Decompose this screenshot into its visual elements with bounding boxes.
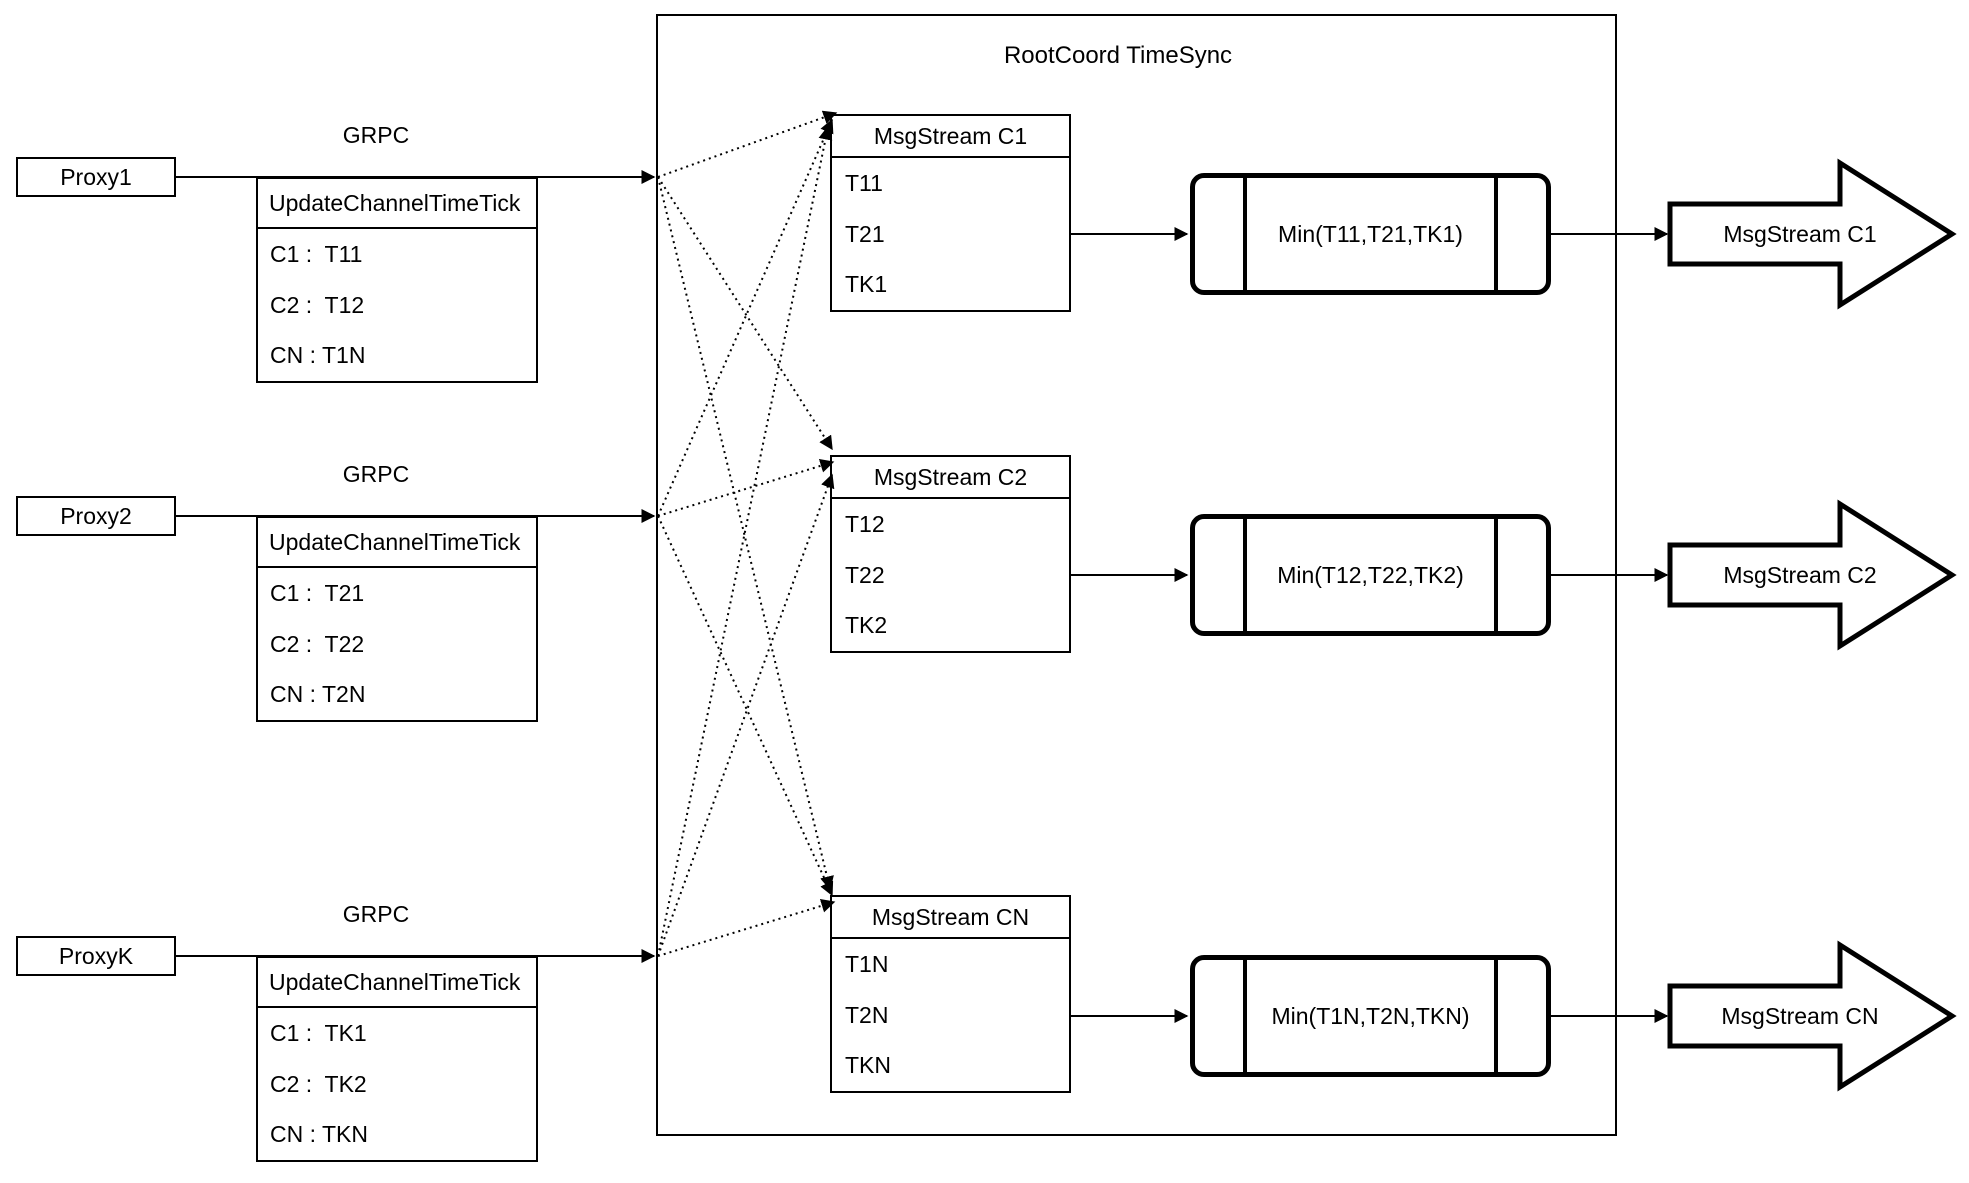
grpc-label-1: GRPC — [342, 122, 410, 148]
proxy2-box: Proxy2 — [16, 496, 176, 536]
min-box-2-left-bar — [1195, 519, 1247, 631]
min-box-3: Min(T1N,T2N,TKN) — [1190, 955, 1551, 1077]
output-arrow-cn-label: MsgStream CN — [1721, 1003, 1878, 1029]
stream-table-c2: MsgStream C2 T12 T22 TK2 — [830, 455, 1071, 653]
min-box-2-label: Min(T12,T22,TK2) — [1277, 561, 1464, 588]
stream-table-c1-row: T11 — [845, 169, 883, 196]
tick-table-1-row: CN : T1N — [270, 342, 366, 369]
stream-table-cn-row: T1N — [845, 950, 889, 977]
output-arrow-c1 — [1667, 158, 1957, 310]
tick-table-2-row: C2 : T22 — [270, 630, 365, 657]
min-box-1-right-bar — [1494, 178, 1546, 290]
tick-table-3-header: UpdateChannelTimeTick — [258, 958, 536, 1008]
stream-table-cn-row: TKN — [845, 1052, 891, 1079]
grpc-label-2: GRPC — [342, 461, 410, 487]
stream-table-c2-row: TK2 — [845, 612, 888, 639]
proxyk-box: ProxyK — [16, 936, 176, 976]
tick-table-2-row: CN : T2N — [270, 681, 366, 708]
stream-table-c2-row: T12 — [845, 510, 885, 537]
rootcoord-title: RootCoord TimeSync — [1003, 42, 1233, 69]
tick-table-1-row: C1 : T11 — [270, 240, 363, 267]
stream-table-c1: MsgStream C1 T11 T21 TK1 — [830, 114, 1071, 312]
min-box-2-right-bar — [1494, 519, 1546, 631]
output-arrow-c1-label: MsgStream C1 — [1723, 221, 1876, 247]
tick-table-2: UpdateChannelTimeTick C1 : T21 C2 : T22 … — [256, 516, 538, 722]
min-box-3-left-bar — [1195, 960, 1247, 1072]
min-box-1-left-bar — [1195, 178, 1247, 290]
proxy1-box: Proxy1 — [16, 157, 176, 197]
proxyk-label: ProxyK — [58, 942, 134, 969]
output-arrow-cn — [1667, 940, 1957, 1092]
stream-table-c2-header: MsgStream C2 — [832, 457, 1069, 499]
stream-table-c1-row: TK1 — [845, 271, 888, 298]
stream-table-cn-row: T2N — [845, 1001, 889, 1028]
output-arrow-c2 — [1667, 499, 1957, 651]
tick-table-2-header: UpdateChannelTimeTick — [258, 518, 536, 568]
tick-table-3: UpdateChannelTimeTick C1 : TK1 C2 : TK2 … — [256, 956, 538, 1162]
min-box-3-right-bar — [1494, 960, 1546, 1072]
min-box-3-label: Min(T1N,T2N,TKN) — [1271, 1002, 1470, 1029]
min-box-1-label: Min(T11,T21,TK1) — [1278, 220, 1463, 247]
stream-table-c1-row: T21 — [845, 220, 885, 247]
min-box-2: Min(T12,T22,TK2) — [1190, 514, 1551, 636]
grpc-label-3: GRPC — [342, 901, 410, 927]
stream-table-c1-header: MsgStream C1 — [832, 116, 1069, 158]
output-arrow-c2-label: MsgStream C2 — [1723, 562, 1876, 588]
tick-table-3-row: C1 : TK1 — [270, 1019, 367, 1046]
stream-table-c2-row: T22 — [845, 561, 885, 588]
proxy1-label: Proxy1 — [60, 163, 132, 190]
proxy2-label: Proxy2 — [60, 502, 132, 529]
tick-table-1-header: UpdateChannelTimeTick — [258, 179, 536, 229]
tick-table-3-row: C2 : TK2 — [270, 1070, 367, 1097]
tick-table-3-row: CN : TKN — [270, 1121, 368, 1148]
stream-table-cn-header: MsgStream CN — [832, 897, 1069, 939]
stream-table-cn: MsgStream CN T1N T2N TKN — [830, 895, 1071, 1093]
tick-table-1-row: C2 : T12 — [270, 291, 365, 318]
min-box-1: Min(T11,T21,TK1) — [1190, 173, 1551, 295]
tick-table-2-row: C1 : T21 — [270, 579, 365, 606]
tick-table-1: UpdateChannelTimeTick C1 : T11 C2 : T12 … — [256, 177, 538, 383]
output-block-arrows: MsgStream C1 MsgStream C2 MsgStream CN — [1667, 158, 1957, 1092]
